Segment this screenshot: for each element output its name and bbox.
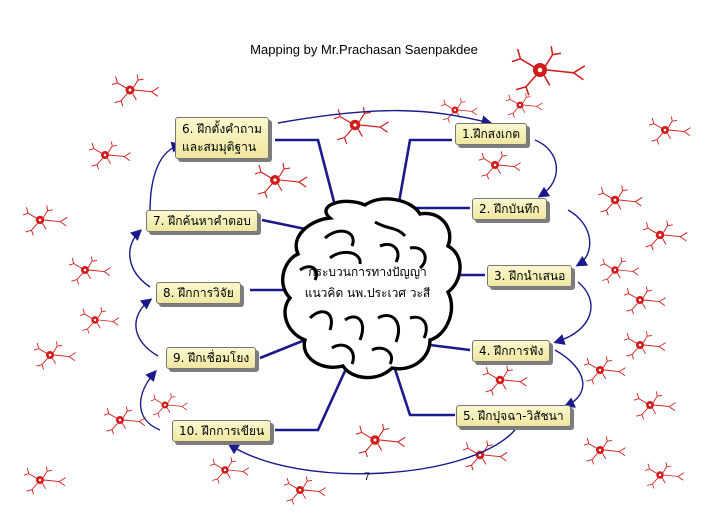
center-subtitle: แนวคิด นพ.ประเวศ วะสี xyxy=(304,286,431,300)
neuron-icon xyxy=(462,440,508,471)
neuron-icon xyxy=(482,365,528,396)
node-2-record[interactable]: 2. ฝึกบันทึก xyxy=(472,198,547,220)
node-6-line2: และสมมุติฐาน xyxy=(182,140,257,154)
node-3-present[interactable]: 3. ฝึกนำเสนอ xyxy=(487,265,573,287)
neuron-icon xyxy=(478,150,522,180)
neuron-icon xyxy=(79,306,120,334)
node-1-observe[interactable]: 1.ฝึกสงเกต xyxy=(455,123,528,145)
neuron-icon xyxy=(597,185,643,216)
neuron-icon xyxy=(511,45,586,96)
neuron-icon xyxy=(88,140,132,170)
page-number: 7 xyxy=(363,471,371,483)
node-10-write[interactable]: 10. ฝึกการเขียน xyxy=(172,420,272,442)
brain-icon xyxy=(280,197,462,380)
neuron-icon xyxy=(103,405,147,435)
neuron-icon xyxy=(150,392,188,418)
node-8-research[interactable]: 8. ฝึกการวิจัย xyxy=(156,282,241,304)
neuron-icon xyxy=(68,255,112,285)
neuron-icon xyxy=(283,475,327,505)
neuron-icon xyxy=(22,205,68,236)
neuron-icon xyxy=(583,355,627,385)
neuron-icon xyxy=(23,465,67,495)
neuron-icon xyxy=(583,435,627,465)
node-7-find-answers[interactable]: 7. ฝึกค้นหาคำตอบ xyxy=(146,210,258,232)
neuron-icon xyxy=(599,256,640,284)
sequence-arrows xyxy=(129,109,592,475)
neuron-icon xyxy=(633,390,677,420)
neuron-icon xyxy=(642,220,688,251)
node-6-line1: 6. ฝึกตั้งคำถาม xyxy=(182,122,262,136)
neuron-icon xyxy=(648,115,692,145)
center-label: กระบวนการทางปัญญา แนวคิด นพ.ประเวศ วะสี xyxy=(285,262,450,304)
center-title: กระบวนการทางปัญญา xyxy=(308,265,427,279)
neuron-icon xyxy=(623,330,667,360)
neuron-icon xyxy=(33,340,77,370)
node-9-connect[interactable]: 9. ฝึกเชื่อมโยง xyxy=(166,347,257,369)
node-4-listen[interactable]: 4. ฝึกการฟัง xyxy=(472,340,551,362)
neuron-icon xyxy=(355,423,406,458)
neuron-icon xyxy=(209,456,250,484)
neuron-icon xyxy=(254,162,308,199)
neuron-icon xyxy=(505,92,543,118)
neuron-icon xyxy=(623,285,667,315)
page-title: Mapping by Mr.Prachasan Saenpakdee xyxy=(250,42,478,57)
node-6-ask-questions[interactable]: 6. ฝึกตั้งคำถาม และสมมุติฐาน xyxy=(175,117,269,159)
neuron-icon xyxy=(111,74,160,107)
neuron-icon xyxy=(644,461,685,489)
node-5-question-answer[interactable]: 5. ฝึกปุจฉา-วิสัชนา xyxy=(456,405,571,427)
